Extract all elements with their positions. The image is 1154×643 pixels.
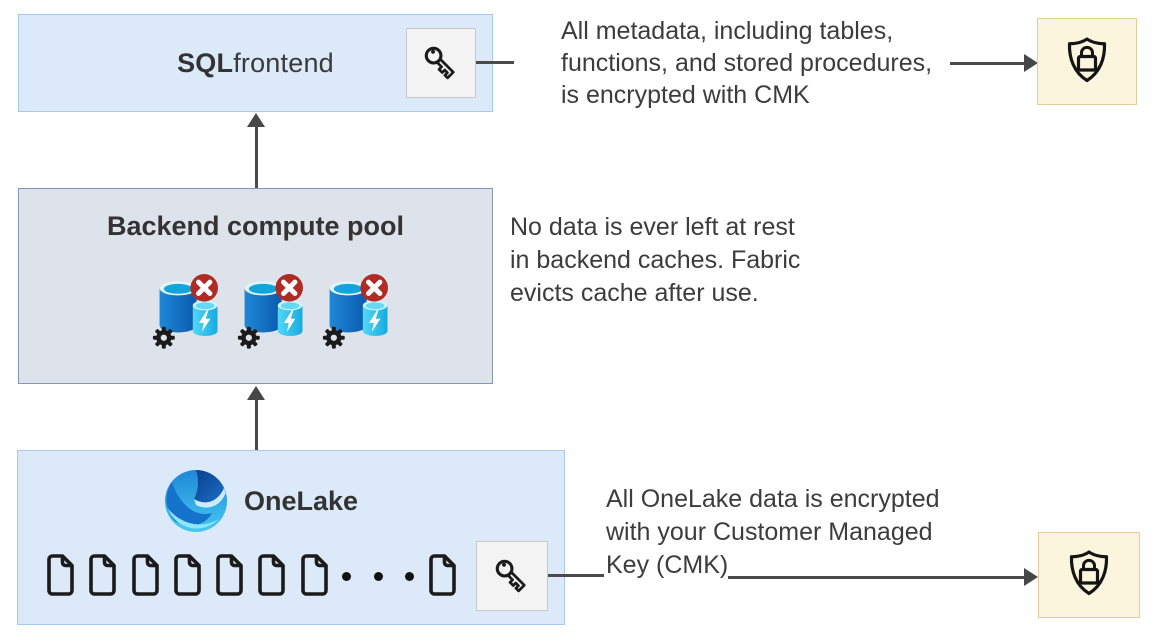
onelake-key-tile — [476, 541, 548, 611]
arrow-backend-to-sql-head — [247, 113, 265, 127]
arrow-onelake-cmk-line — [728, 576, 1025, 579]
sql-frontend-title-rest: frontend — [233, 47, 334, 78]
document-icon — [258, 554, 285, 596]
document-icon — [301, 554, 328, 596]
shield-lock-icon — [1069, 550, 1109, 596]
arrow-onelake-to-backend-head — [247, 386, 265, 400]
ellipsis-dot — [342, 572, 351, 581]
note-metadata-line2: functions, and stored procedures, — [561, 49, 933, 77]
note-onelake-line3: Key (CMK) — [606, 551, 729, 579]
ellipsis-dot — [405, 572, 414, 581]
note-cache-line2: in backend caches. Fabric — [510, 246, 801, 274]
onelake-logo — [165, 470, 227, 532]
cmk-shield-tile-top — [1037, 18, 1137, 105]
connector-onelake-key-line — [548, 574, 604, 577]
note-metadata-line1: All metadata, including tables, — [561, 17, 894, 45]
note-metadata-line3: is encrypted with CMK — [561, 81, 810, 109]
document-icon — [89, 554, 116, 596]
gear-icon — [322, 326, 345, 349]
gear-icon — [237, 326, 260, 349]
note-onelake-line2: with your Customer Managed — [606, 518, 933, 546]
note-cache: No data is ever left at rest in backend … — [510, 211, 800, 310]
arrow-metadata-line — [950, 62, 1025, 65]
onelake-title: OneLake — [244, 485, 359, 516]
shield-lock-icon — [1067, 36, 1107, 82]
document-icon — [132, 554, 159, 596]
onelake-header: OneLake — [163, 468, 358, 534]
connector-sql-key-line — [476, 61, 514, 64]
sql-frontend-title: SQL frontend — [19, 15, 492, 111]
document-icon — [429, 554, 456, 596]
cmk-shield-tile-bottom — [1038, 532, 1140, 618]
backend-title: Backend compute pool — [106, 211, 405, 241]
note-cache-line1: No data is ever left at rest — [510, 213, 795, 241]
cache-row — [151, 271, 397, 355]
note-metadata: All metadata, including tables, function… — [561, 15, 932, 111]
sql-key-tile — [406, 28, 476, 98]
document-icon — [216, 554, 243, 596]
key-icon — [495, 559, 526, 593]
ellipsis-dot — [374, 572, 383, 581]
document-icon — [174, 554, 201, 596]
document-icon — [47, 554, 74, 596]
arrow-onelake-cmk-head — [1024, 568, 1038, 586]
cache-evicted-icon — [322, 274, 388, 349]
sql-frontend-box: SQL frontend — [18, 14, 493, 112]
gear-icon — [152, 326, 175, 349]
cache-evicted-icon — [152, 274, 218, 349]
key-icon — [424, 46, 455, 80]
arrow-onelake-to-backend-line — [255, 399, 258, 450]
note-onelake-line1: All OneLake data is encrypted — [606, 485, 940, 513]
note-cache-line3: evicts cache after use. — [510, 279, 759, 307]
sql-frontend-title-bold: SQL — [177, 47, 234, 78]
cache-evicted-icon — [237, 274, 303, 349]
note-onelake-data: All OneLake data is encrypted with your … — [606, 483, 940, 582]
arrow-backend-to-sql-line — [255, 126, 258, 188]
onelake-box: OneLake — [17, 450, 565, 625]
arrow-metadata-head — [1024, 54, 1038, 72]
backend-compute-pool-box: Backend compute pool — [18, 188, 493, 384]
